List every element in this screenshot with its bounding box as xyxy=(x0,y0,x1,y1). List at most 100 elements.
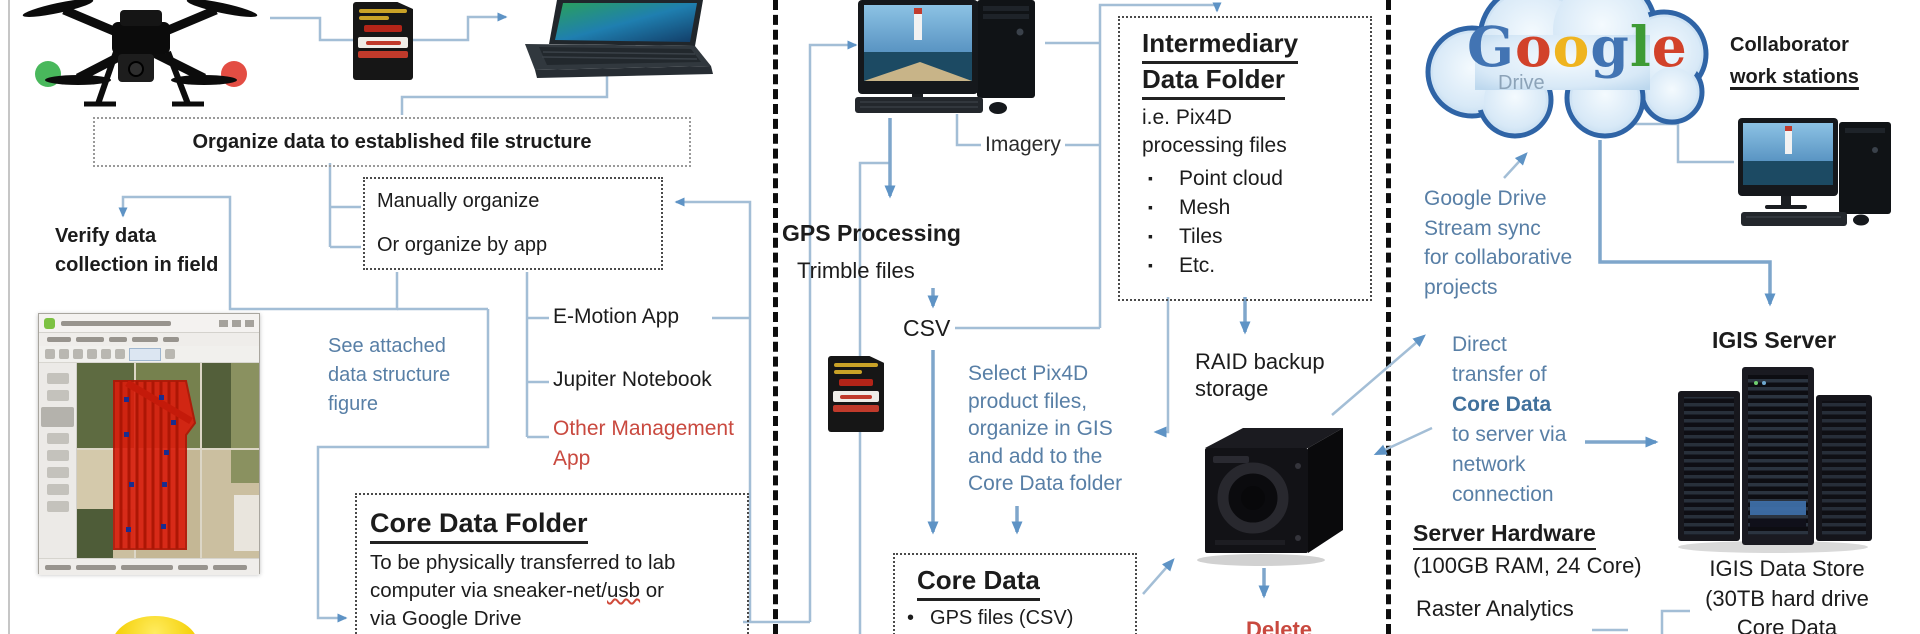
map-window-titlebar xyxy=(39,314,259,333)
collaborator-label-line1: Collaborator xyxy=(1730,34,1849,56)
gps-processing-label: GPS Processing xyxy=(782,220,961,246)
core-data-bullet-row: •GPS files (CSV) xyxy=(907,607,1074,629)
sd-card-label-art xyxy=(834,370,862,374)
sd-card-label-art xyxy=(359,16,389,20)
toolbar-icon xyxy=(115,349,125,359)
organize-by-app-label: Or organize by app xyxy=(377,234,548,257)
map-window-toolbar xyxy=(39,346,259,363)
manually-organize-label: Manually organize xyxy=(377,189,540,212)
bullet-etc: Etc. xyxy=(1178,254,1216,277)
sidebar-icon-smudge xyxy=(46,450,69,461)
sd-card-image xyxy=(353,2,413,80)
field-patch xyxy=(234,495,259,551)
intermediary-title-line2: Data Folder xyxy=(1142,64,1286,100)
intermediary-subtitle-1: i.e. Pix4D xyxy=(1142,106,1232,129)
google-logo-letter: o xyxy=(1552,14,1591,79)
core-data-folder-box: Core Data Folder To be physically transf… xyxy=(355,493,749,634)
emotion-app-label: E-Motion App xyxy=(553,305,680,328)
select-pix4d-note: Select Pix4D product files, organize in … xyxy=(968,362,1123,495)
laptop-image xyxy=(525,0,713,78)
map-window-sidebar xyxy=(39,363,77,558)
close-icon xyxy=(245,319,254,327)
text-smudge xyxy=(76,337,104,342)
direct-transfer-core-data: Core Data xyxy=(1452,393,1552,416)
toolbar-icon xyxy=(101,349,111,359)
server-hardware-spec: (100GB RAM, 24 Core) xyxy=(1413,553,1642,578)
list-item: ▪Mesh xyxy=(1148,196,1231,219)
organize-data-label: Organize data to established file struct… xyxy=(192,130,592,153)
bullet-tiles: Tiles xyxy=(1178,225,1223,248)
verify-data-label: Verify data collection in field xyxy=(55,225,219,276)
emotion-app-icon xyxy=(44,317,55,329)
text-smudge xyxy=(45,564,71,570)
core-folder-line2a: computer via sneaker-net/ xyxy=(370,579,608,602)
igis-server-rack-image xyxy=(1678,367,1872,553)
toolbar-icon xyxy=(73,349,83,359)
core-data-box: Core Data •GPS files (CSV) xyxy=(893,553,1137,634)
core-folder-line2: computer via sneaker-net/usb or xyxy=(370,577,675,605)
google-logo-letter: e xyxy=(1651,14,1688,79)
google-logo-letter: l xyxy=(1629,14,1652,79)
intermediary-data-folder-box: Intermediary Data Folder i.e. Pix4D proc… xyxy=(1118,16,1372,301)
drone-image xyxy=(22,0,258,107)
collaborator-computer-image xyxy=(1738,118,1891,226)
map-window-menubar xyxy=(39,333,259,346)
core-data-folder-title: Core Data Folder xyxy=(370,508,588,544)
list-item: ▪Point cloud xyxy=(1148,167,1283,190)
delete-label: Delete xyxy=(1246,617,1313,634)
sidebar-icon-smudge xyxy=(46,390,69,401)
text-smudge xyxy=(163,337,179,342)
toolbar-dropdown xyxy=(129,347,161,361)
intermediary-bullet-list: ▪Point cloud ▪Mesh ▪Tiles ▪Etc. xyxy=(1148,164,1283,280)
see-attached-note: See attached data structure figure xyxy=(328,335,451,415)
stream-sync-note: Google Drive Stream sync for collaborati… xyxy=(1424,187,1573,299)
core-folder-usb-word: usb xyxy=(607,579,641,602)
igis-server-label: IGIS Server xyxy=(1712,327,1837,353)
google-logo: Google xyxy=(1467,14,1688,79)
field-patch xyxy=(231,363,259,483)
bullet-gps-files: GPS files (CSV) xyxy=(930,607,1074,629)
google-drive-cloud xyxy=(1425,0,1709,139)
field-boundary xyxy=(200,363,202,558)
bullet-mesh: Mesh xyxy=(1178,196,1231,219)
text-smudge xyxy=(109,337,127,342)
intermediary-title-line1: Intermediary xyxy=(1142,28,1299,64)
sidebar-icon-smudge xyxy=(46,484,69,495)
organize-method-box: Manually organize Or organize by app xyxy=(363,177,663,270)
sidebar-icon-smudge xyxy=(46,467,69,478)
sd-card-stripe xyxy=(358,51,408,58)
sidebar-icon-smudge xyxy=(46,373,69,384)
column-divider-1 xyxy=(773,0,778,634)
organize-data-box: Organize data to established file struct… xyxy=(93,117,691,167)
text-smudge xyxy=(47,337,71,342)
gis-map-window xyxy=(38,313,260,575)
text-smudge xyxy=(178,564,208,570)
jupiter-notebook-label: Jupiter Notebook xyxy=(553,368,712,391)
flight-plan-overlay xyxy=(113,380,197,550)
minimize-icon xyxy=(219,319,228,327)
sd-card-label-art xyxy=(834,363,878,367)
toolbar-icon xyxy=(45,349,55,359)
csv-label: CSV xyxy=(903,315,951,341)
sd-card-stripe xyxy=(833,405,879,412)
other-management-app-label: Other Management App xyxy=(553,417,734,470)
field-patch xyxy=(201,363,231,449)
sun-graphic xyxy=(112,616,198,634)
lab-desktop-computer-image xyxy=(855,0,1035,114)
imagery-label: Imagery xyxy=(985,133,1061,156)
window-controls xyxy=(219,319,254,327)
toolbar-icon xyxy=(87,349,97,359)
core-data-folder-body: To be physically transferred to lab comp… xyxy=(370,549,675,633)
raster-analytics-label: Raster Analytics xyxy=(1416,596,1574,621)
raid-storage-device-image xyxy=(1197,428,1343,566)
server-hardware-title: Server Hardware xyxy=(1413,520,1596,550)
core-folder-line1: To be physically transferred to lab xyxy=(370,551,676,574)
google-drive-sublabel: Drive xyxy=(1498,72,1545,94)
google-logo-letter: G xyxy=(1467,14,1515,79)
sidebar-icon-smudge xyxy=(46,433,69,444)
bullet-point-cloud: Point cloud xyxy=(1178,167,1283,190)
direct-transfer-note: Direct transfer of Core Data to server v… xyxy=(1452,330,1566,510)
text-smudge xyxy=(132,337,158,342)
